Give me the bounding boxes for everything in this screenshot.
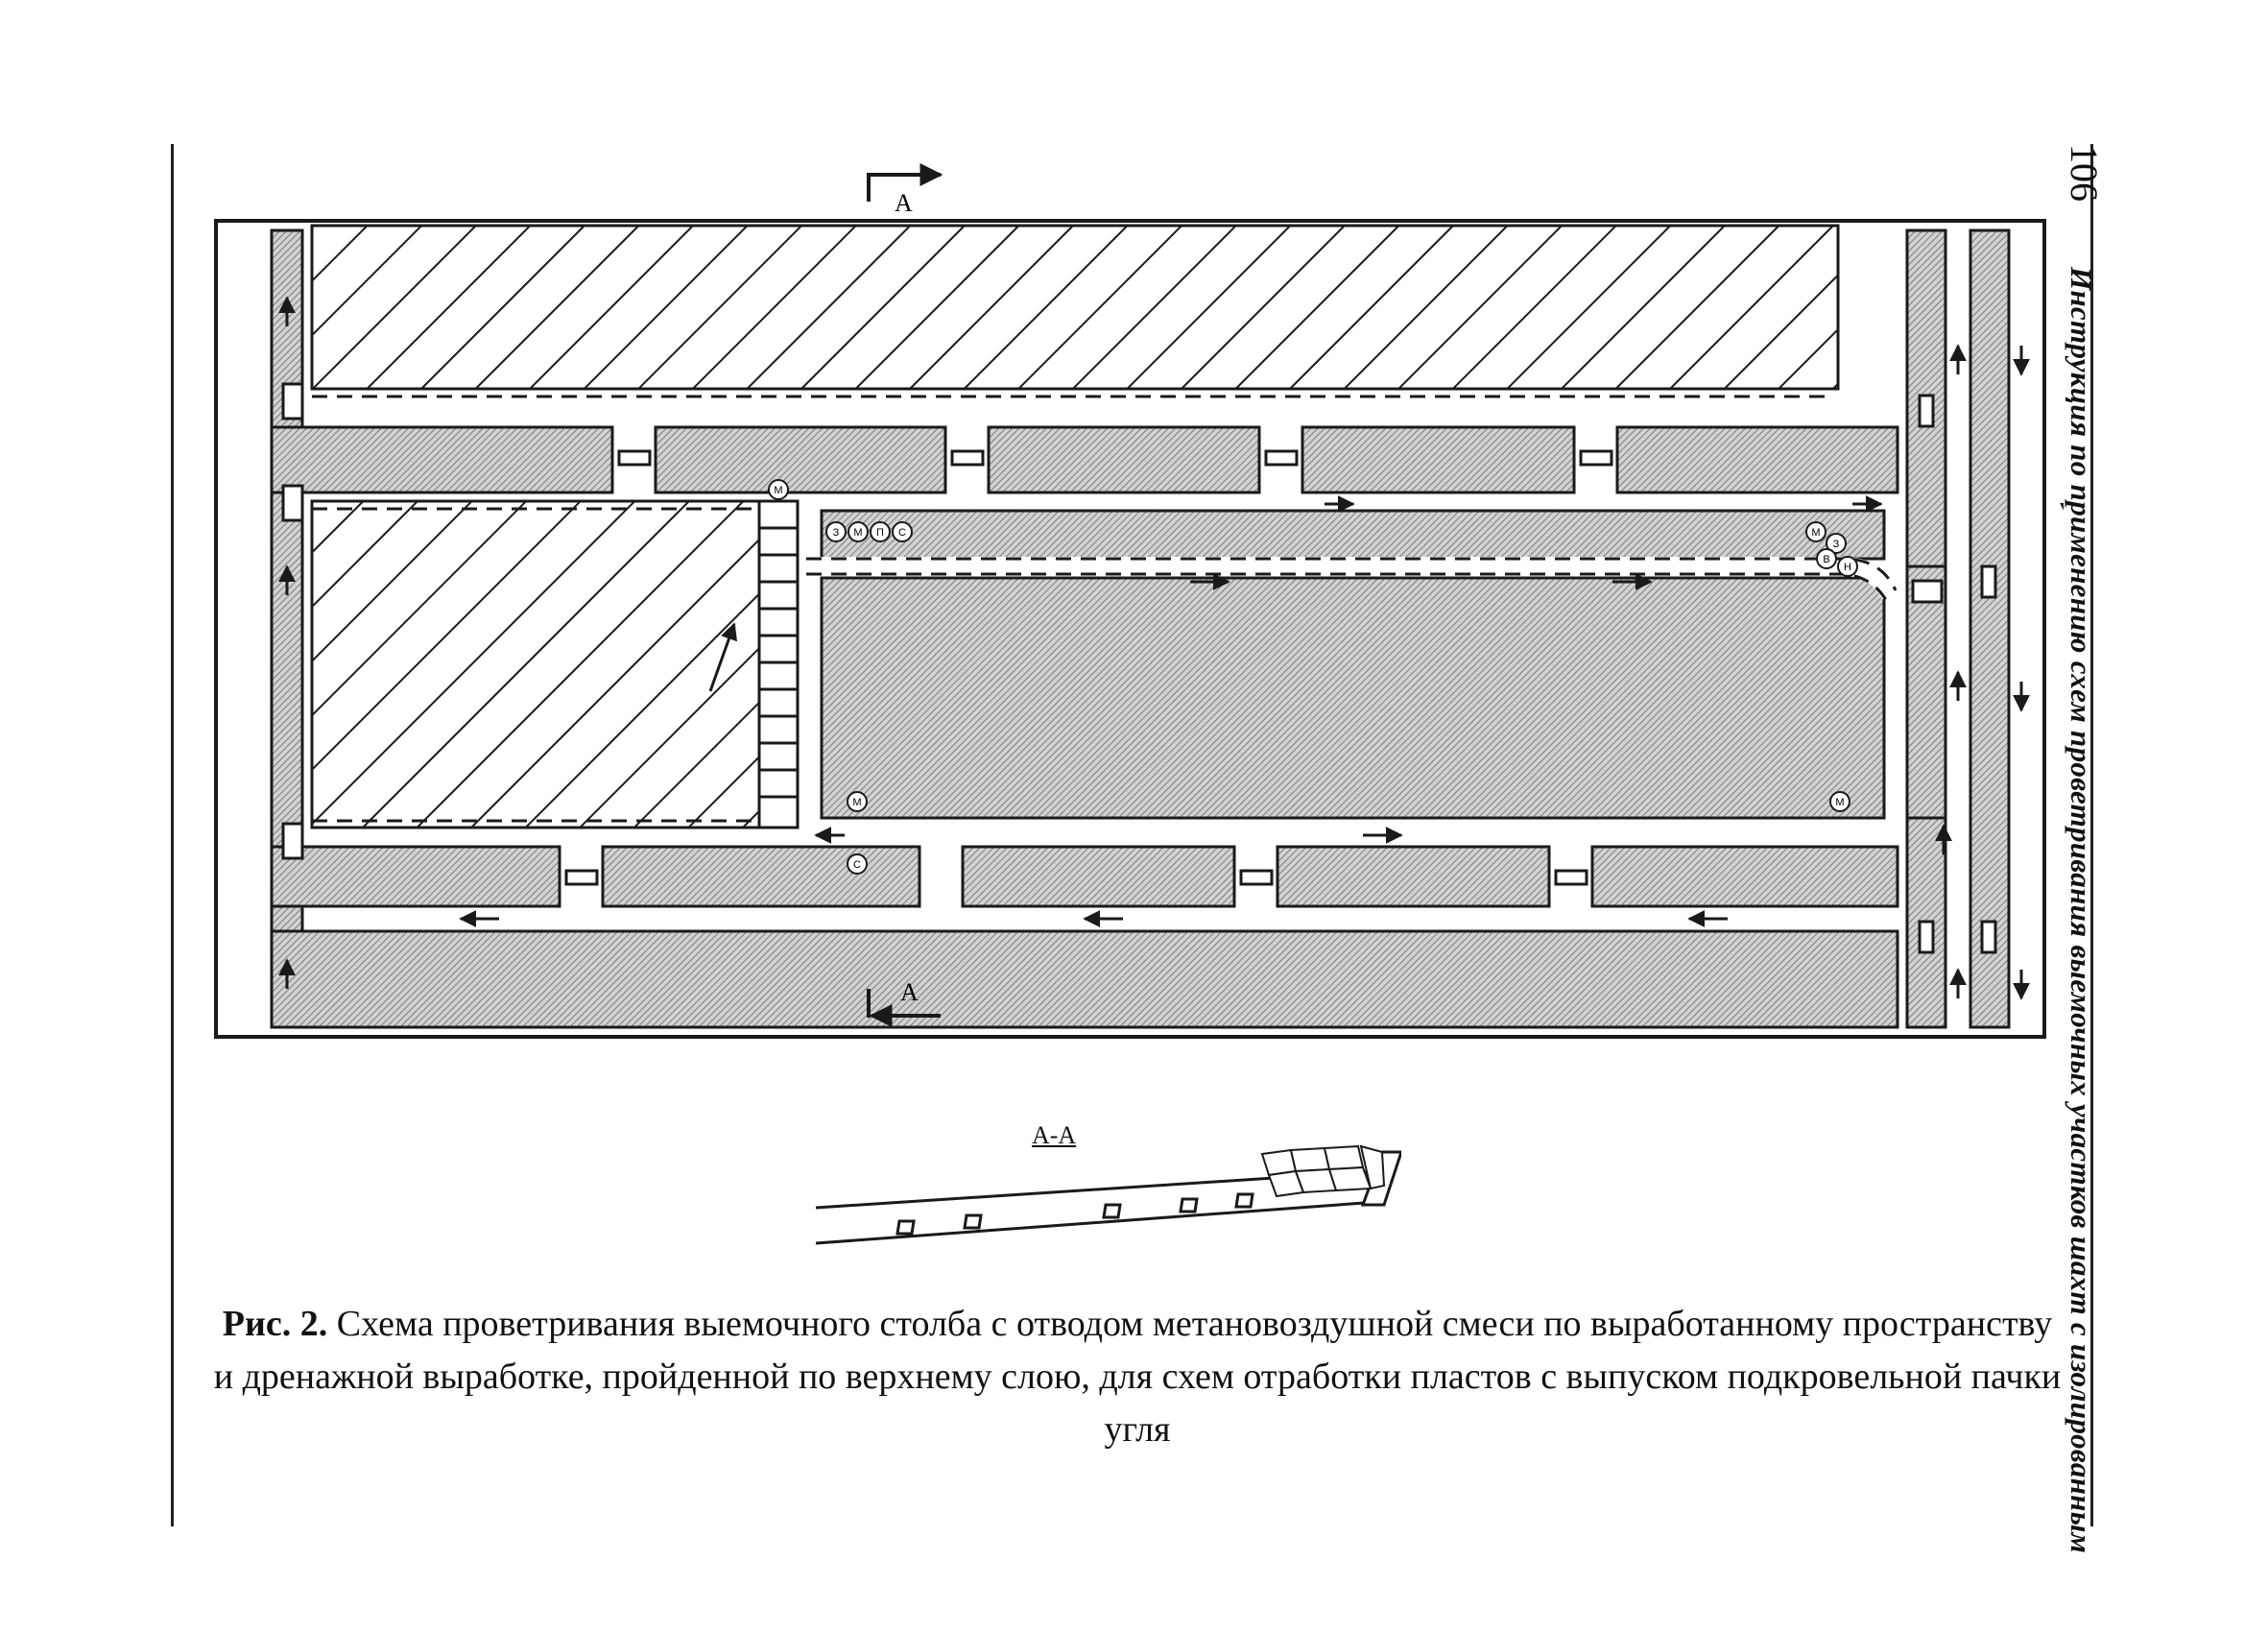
goaf-area-left [310, 499, 761, 829]
svg-text:В: В [1823, 554, 1829, 565]
svg-text:З: З [1833, 539, 1840, 550]
ventilation-scheme-diagram: А А М З М П С М З В Н М С М [214, 163, 2064, 1039]
caption-label: Рис. 2. [222, 1304, 328, 1344]
longwall-face [757, 499, 800, 829]
left-margin-rule [171, 144, 174, 1526]
monitor-m-2: М [848, 521, 869, 542]
svg-text:З: З [833, 527, 840, 539]
caption-text: Схема проветривания выемочного столба с … [213, 1304, 2062, 1450]
section-title: А-А [1032, 1121, 1077, 1149]
monitor-s-2: С [847, 853, 868, 875]
svg-text:М: М [852, 797, 861, 808]
figure-caption: Рис. 2. Схема проветривания выемочного с… [211, 1298, 2064, 1456]
monitor-m-1: М [768, 479, 789, 500]
running-header: 106 Инструкция по применению схем провет… [2063, 144, 2140, 1553]
svg-text:Н: Н [1844, 562, 1851, 573]
monitor-n: Н [1837, 556, 1858, 577]
svg-text:М: М [853, 527, 862, 539]
monitor-m-3: М [1805, 521, 1826, 542]
coal-pillars [270, 228, 2011, 1029]
cross-section-a-a [815, 1144, 1401, 1245]
svg-text:М: М [1811, 527, 1820, 539]
monitor-z: З [825, 521, 847, 542]
svg-text:С: С [853, 859, 861, 871]
svg-text:П: П [876, 527, 884, 539]
svg-text:С: С [898, 527, 906, 539]
monitor-m-4: М [847, 791, 868, 812]
svg-text:М: М [1835, 797, 1844, 808]
goaf-area-upper [310, 224, 1840, 391]
page-number: 106 [2063, 144, 2106, 202]
svg-text:М: М [774, 485, 782, 496]
section-line-markers [867, 163, 943, 1027]
right-margin-rule [2090, 144, 2093, 1526]
section-marker-top: А [895, 189, 913, 217]
monitor-m-5: М [1829, 791, 1850, 812]
monitor-p: П [870, 521, 891, 542]
ventilation-doors [281, 382, 1997, 954]
monitor-z-2: З [1826, 533, 1847, 554]
equipment-markers: М З М П С М З В Н М С М [768, 479, 1858, 875]
section-marker-bottom: А [900, 978, 919, 1006]
airflow-arrows [278, 296, 2064, 1000]
running-title: Инструкция по применению схем проветрива… [2065, 267, 2098, 1554]
monitor-s-1: С [892, 521, 913, 542]
monitor-b: В [1816, 548, 1837, 569]
